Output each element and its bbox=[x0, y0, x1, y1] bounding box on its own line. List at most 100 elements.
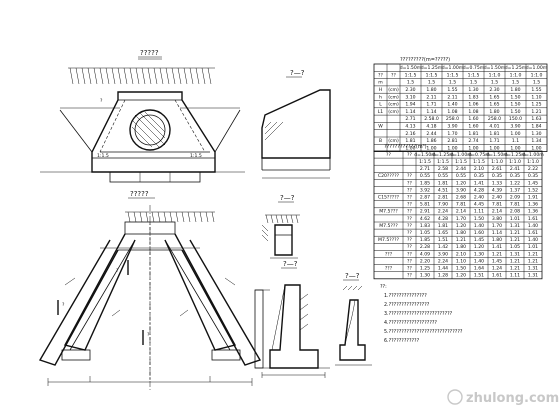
table1-cell: 1.55 bbox=[531, 87, 541, 93]
table1-cell: m bbox=[378, 81, 383, 86]
table2-cell: 7.81 bbox=[492, 202, 502, 208]
table2-cell: ?? bbox=[407, 273, 412, 279]
table2-header-cell: 1:1.0 bbox=[527, 159, 539, 165]
table2-cell: 1.33 bbox=[492, 180, 502, 186]
table2-cell: 1.85 bbox=[420, 237, 430, 243]
table2-cell: C15????? bbox=[378, 195, 400, 201]
table2-cell: 4.62 bbox=[420, 216, 430, 222]
table2-cell: 1.45 bbox=[474, 237, 484, 243]
table1-cell: 1.5 bbox=[407, 80, 414, 86]
table2-header-cell: ?? bbox=[386, 152, 391, 158]
culvert-plan-view: ????? ? ? ? bbox=[38, 190, 262, 390]
table1-cell: 1.21 bbox=[531, 109, 541, 115]
table2-cell: ??? bbox=[385, 266, 393, 272]
table1-cell: (cm) bbox=[388, 109, 399, 115]
table1-cell: 258.0 bbox=[446, 116, 459, 122]
table1-cell: 2.81 bbox=[447, 138, 457, 144]
table2-cell: 7.81 bbox=[456, 202, 466, 208]
table2-cell: 1.20 bbox=[456, 223, 466, 229]
table2-cell: ?? bbox=[407, 209, 412, 215]
table1-cell: 1.5 bbox=[449, 80, 456, 86]
table2-header-cell: d=1.25m bbox=[432, 152, 454, 158]
section-toe-wall: ?—? bbox=[335, 272, 372, 366]
table1-header-cell: 1:1.5 bbox=[468, 72, 480, 78]
table1-cell: 4.01 bbox=[489, 124, 499, 130]
table1-cell: 1.00 bbox=[468, 145, 478, 151]
table1-cell: 1.70 bbox=[447, 131, 457, 137]
section-cutoff-wall: ?—? bbox=[261, 194, 300, 259]
culvert-elevation-view: ????? 1:1.5 1:1.5 ? bbox=[40, 49, 245, 183]
table1-cell: 1.80 bbox=[510, 87, 520, 93]
table1-cell: 1.14 bbox=[426, 109, 436, 115]
table2-cell: 2.09 bbox=[510, 195, 520, 201]
table1-cell: 2.44 bbox=[426, 131, 436, 137]
table1-cell: 1.65 bbox=[489, 94, 499, 100]
table2-cell: 0.55 bbox=[420, 173, 430, 179]
table2-cell: ??? bbox=[385, 251, 393, 257]
watermark-text: zhulong.com bbox=[466, 391, 559, 406]
table1-cell: 3.10 bbox=[405, 94, 415, 100]
table2-cell: 4.28 bbox=[438, 216, 448, 222]
table1-cell: 1.30 bbox=[468, 87, 478, 93]
table2-cell: ?? bbox=[407, 180, 412, 186]
table2-cell: 2.44 bbox=[456, 166, 466, 172]
table2-header-cell: 1:1.0 bbox=[491, 159, 503, 165]
table2-cell: 1.21 bbox=[510, 230, 520, 236]
view-label-plan: ????? bbox=[130, 190, 149, 198]
table1-header-cell: d=0.75m bbox=[463, 65, 485, 71]
table2-cell: 1.01 bbox=[528, 244, 538, 250]
table2-cell: 1.21 bbox=[456, 237, 466, 243]
table2-header-cell: d=1.00m bbox=[450, 152, 472, 158]
table2-cell: 4.39 bbox=[492, 187, 502, 193]
table2-cell: 1.61 bbox=[528, 216, 538, 222]
view-label-section-a: ?—? bbox=[290, 69, 305, 77]
table1-cell: (cm) bbox=[388, 94, 399, 100]
table1-cell: 1.5 bbox=[428, 80, 435, 86]
table2-cell: ?? bbox=[407, 195, 412, 201]
table1-header-cell: 1:1.5 bbox=[405, 72, 417, 78]
table1-cell: 2.11 bbox=[447, 94, 457, 100]
table2-cell: 1.28 bbox=[438, 273, 448, 279]
table2-cell: 2.10 bbox=[474, 166, 484, 172]
note-line: 4.??????????????????? bbox=[384, 320, 437, 326]
note-line: 1.??????????????? bbox=[384, 293, 427, 299]
table1-cell: L1 bbox=[378, 109, 384, 115]
table1-cell: 1.71 bbox=[489, 138, 499, 144]
note-line: 5.????????????????????????????? bbox=[384, 329, 463, 335]
table1-cell: 1.5 bbox=[512, 80, 519, 86]
table1-cell: h bbox=[379, 94, 382, 100]
section-wingwall-profile bbox=[254, 284, 330, 378]
table2-header-cell: 1:1.5 bbox=[473, 159, 485, 165]
table1-cell: 1.30 bbox=[531, 131, 541, 137]
table2-cell: ?? bbox=[407, 237, 412, 243]
table2-cell: 1.41 bbox=[474, 180, 484, 186]
table1-header-cell: d=1.00m bbox=[442, 65, 464, 71]
view-label-section-c: ?—? bbox=[283, 260, 298, 268]
table2-cell: 1.21 bbox=[510, 237, 520, 243]
note-line: 6.???????????? bbox=[384, 338, 420, 344]
table1-cell: 4.18 bbox=[426, 124, 436, 130]
table2-cell: 1.40 bbox=[474, 258, 484, 264]
table1-cell: 1.71 bbox=[426, 102, 436, 108]
table2-cell: 1.65 bbox=[438, 230, 448, 236]
table1-cell: 1.25 bbox=[531, 102, 541, 108]
table2-cell: 1.30 bbox=[474, 251, 484, 257]
view-label-elevation: ????? bbox=[140, 49, 159, 57]
table2-cell: 2.20 bbox=[420, 258, 430, 264]
table2-cell: 1.10 bbox=[456, 258, 466, 264]
table1-cell: 1.00 bbox=[510, 145, 520, 151]
table1-cell: B bbox=[379, 138, 382, 144]
section-foundation: ?—? bbox=[281, 260, 298, 269]
table1-cell: 1.50 bbox=[510, 102, 520, 108]
table2-cell: 0.35 bbox=[510, 173, 520, 179]
table1-header-cell: 1:1.0 bbox=[510, 72, 522, 78]
table1-cell: 150.0 bbox=[509, 116, 522, 122]
table2-cell: 1.50 bbox=[456, 266, 466, 272]
table1-cell: 4.13 bbox=[405, 124, 415, 130]
table2-cell: 2.14 bbox=[456, 209, 466, 215]
table2-cell: ?? bbox=[407, 173, 412, 179]
table1-cell: 1.80 bbox=[489, 109, 499, 115]
table2-cell: 1.44 bbox=[438, 266, 448, 272]
table1-cell: 2.30 bbox=[489, 87, 499, 93]
table1-title: ?????????(m=?????) bbox=[400, 57, 450, 63]
